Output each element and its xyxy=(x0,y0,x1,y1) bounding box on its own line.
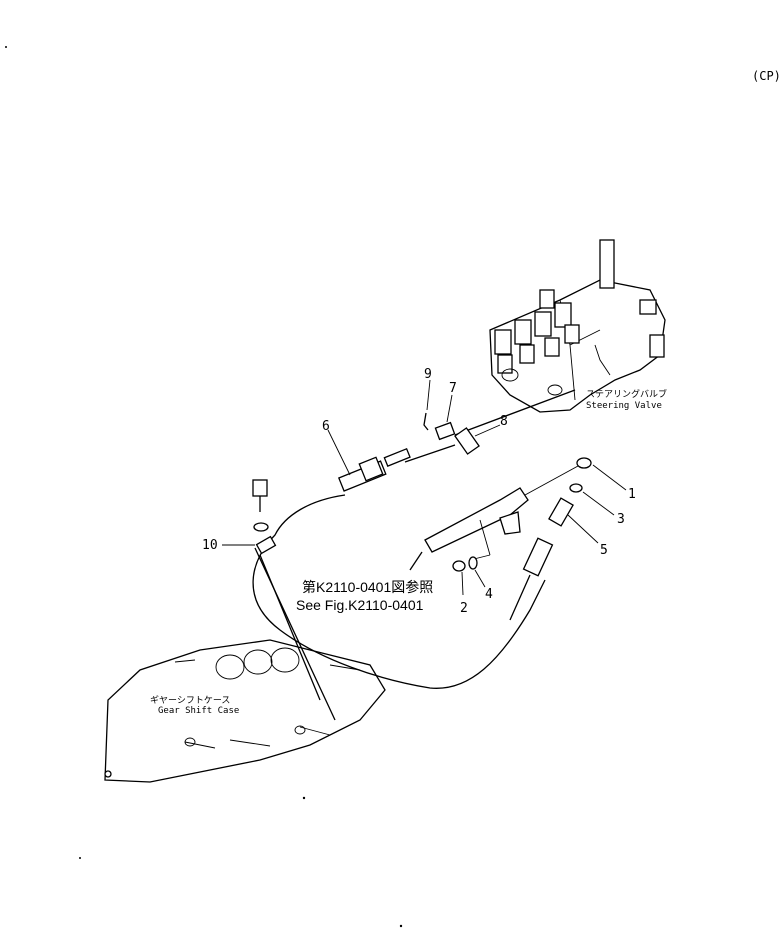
washer-part-4 xyxy=(468,556,478,570)
pin-part-8 xyxy=(454,427,480,455)
callout-leaders xyxy=(222,379,627,596)
bolt-part-10 xyxy=(252,479,277,555)
callout-10: 10 xyxy=(202,538,218,553)
callout-7: 7 xyxy=(449,381,457,396)
fitting-part-5 xyxy=(509,497,574,621)
callout-2: 2 xyxy=(460,601,468,616)
gear-shift-case-label-en: Gear Shift Case xyxy=(158,706,239,716)
corner-code: (CP) xyxy=(752,69,781,83)
cable-end-part-6 xyxy=(337,447,411,492)
washer-part-3 xyxy=(569,483,583,493)
callout-3: 3 xyxy=(617,512,625,527)
reference-jp: 第K2110-0401図参照 xyxy=(302,579,433,595)
nut-part-2 xyxy=(452,560,466,572)
callout-4: 4 xyxy=(485,587,493,602)
callout-8: 8 xyxy=(500,414,508,429)
steering-valve-label-jp: ステアリングバルブ xyxy=(586,388,667,400)
scan-specks xyxy=(5,46,403,928)
gear-shift-case-label-jp: ギヤーシフトケース xyxy=(150,695,230,706)
steering-valve xyxy=(489,239,666,413)
reference-en: See Fig.K2110-0401 xyxy=(296,597,424,613)
shift-lever-assembly xyxy=(409,487,529,571)
callout-6: 6 xyxy=(322,419,330,434)
cotter-pin-part-9 xyxy=(423,412,429,431)
callout-5: 5 xyxy=(600,543,608,558)
nut-part-1 xyxy=(576,457,592,469)
control-cable xyxy=(252,389,579,721)
gear-shift-case xyxy=(104,639,386,783)
callout-1: 1 xyxy=(628,487,636,502)
steering-valve-label-en: Steering Valve xyxy=(586,401,662,411)
clevis-part-7 xyxy=(434,421,456,441)
valve-caps xyxy=(494,289,580,374)
callout-9: 9 xyxy=(424,367,432,382)
